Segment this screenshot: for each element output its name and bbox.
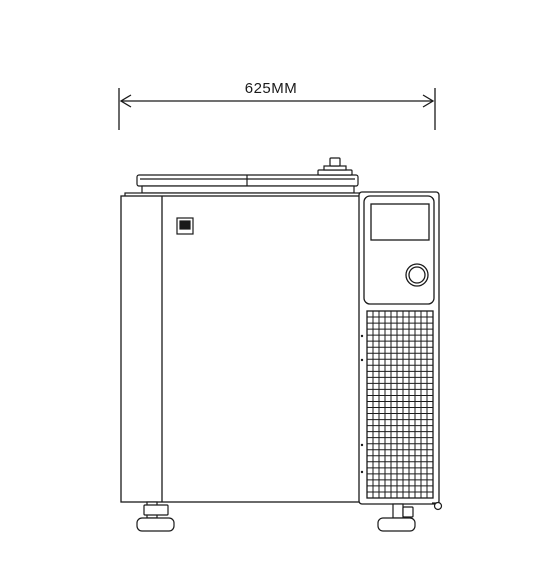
rivet	[360, 358, 364, 362]
main-cabinet	[120, 195, 361, 503]
foot-left	[136, 501, 175, 532]
switch-inner	[179, 220, 191, 230]
power-switch-icon	[176, 217, 194, 235]
arrowhead-right-icon	[422, 94, 435, 108]
knob-collar	[323, 165, 347, 171]
foot-collar	[402, 506, 414, 518]
rivet	[360, 443, 364, 447]
vent-grille	[367, 311, 433, 498]
drain-valve-icon	[432, 501, 443, 511]
width-dimension-label: 625MM	[245, 80, 298, 97]
knob-stem	[329, 157, 341, 167]
arrowhead-left-icon	[119, 94, 132, 108]
control-dial-inner	[408, 266, 426, 284]
valve-ring	[433, 501, 443, 511]
lid-knob-icon	[317, 157, 353, 176]
foot-stem	[392, 503, 404, 519]
rivet	[360, 334, 364, 338]
top-lid	[124, 174, 361, 198]
foot-right	[377, 503, 416, 532]
foot-pad	[377, 517, 416, 532]
knob-base	[317, 169, 353, 176]
lid-rim	[141, 185, 355, 194]
display-screen	[370, 203, 430, 241]
foot-collar	[143, 504, 169, 516]
cabinet-outline	[120, 195, 361, 503]
vent-grille-frame	[366, 310, 434, 499]
rivet	[360, 470, 364, 474]
width-dimension	[118, 88, 436, 130]
module-rivets	[360, 334, 364, 474]
foot-pad	[136, 517, 175, 532]
